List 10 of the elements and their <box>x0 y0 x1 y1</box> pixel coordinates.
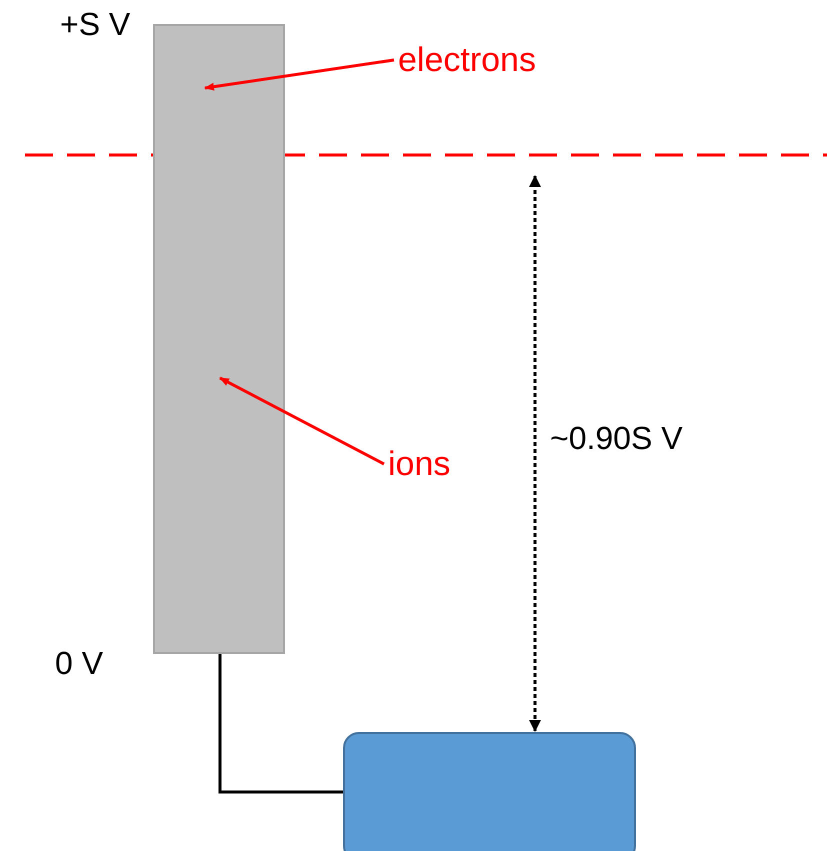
connector-line <box>204 58 394 91</box>
text-label: electrons <box>398 36 536 84</box>
rounded-box <box>343 732 636 851</box>
electrode-bar <box>153 24 285 654</box>
connector-line <box>218 654 343 794</box>
connector-line <box>219 376 385 466</box>
text-label: ions <box>388 440 450 488</box>
voltage-label: 0 V <box>55 644 104 683</box>
dimension-label: ~0.90S V <box>550 419 683 458</box>
voltage-label: +S V <box>60 5 130 44</box>
